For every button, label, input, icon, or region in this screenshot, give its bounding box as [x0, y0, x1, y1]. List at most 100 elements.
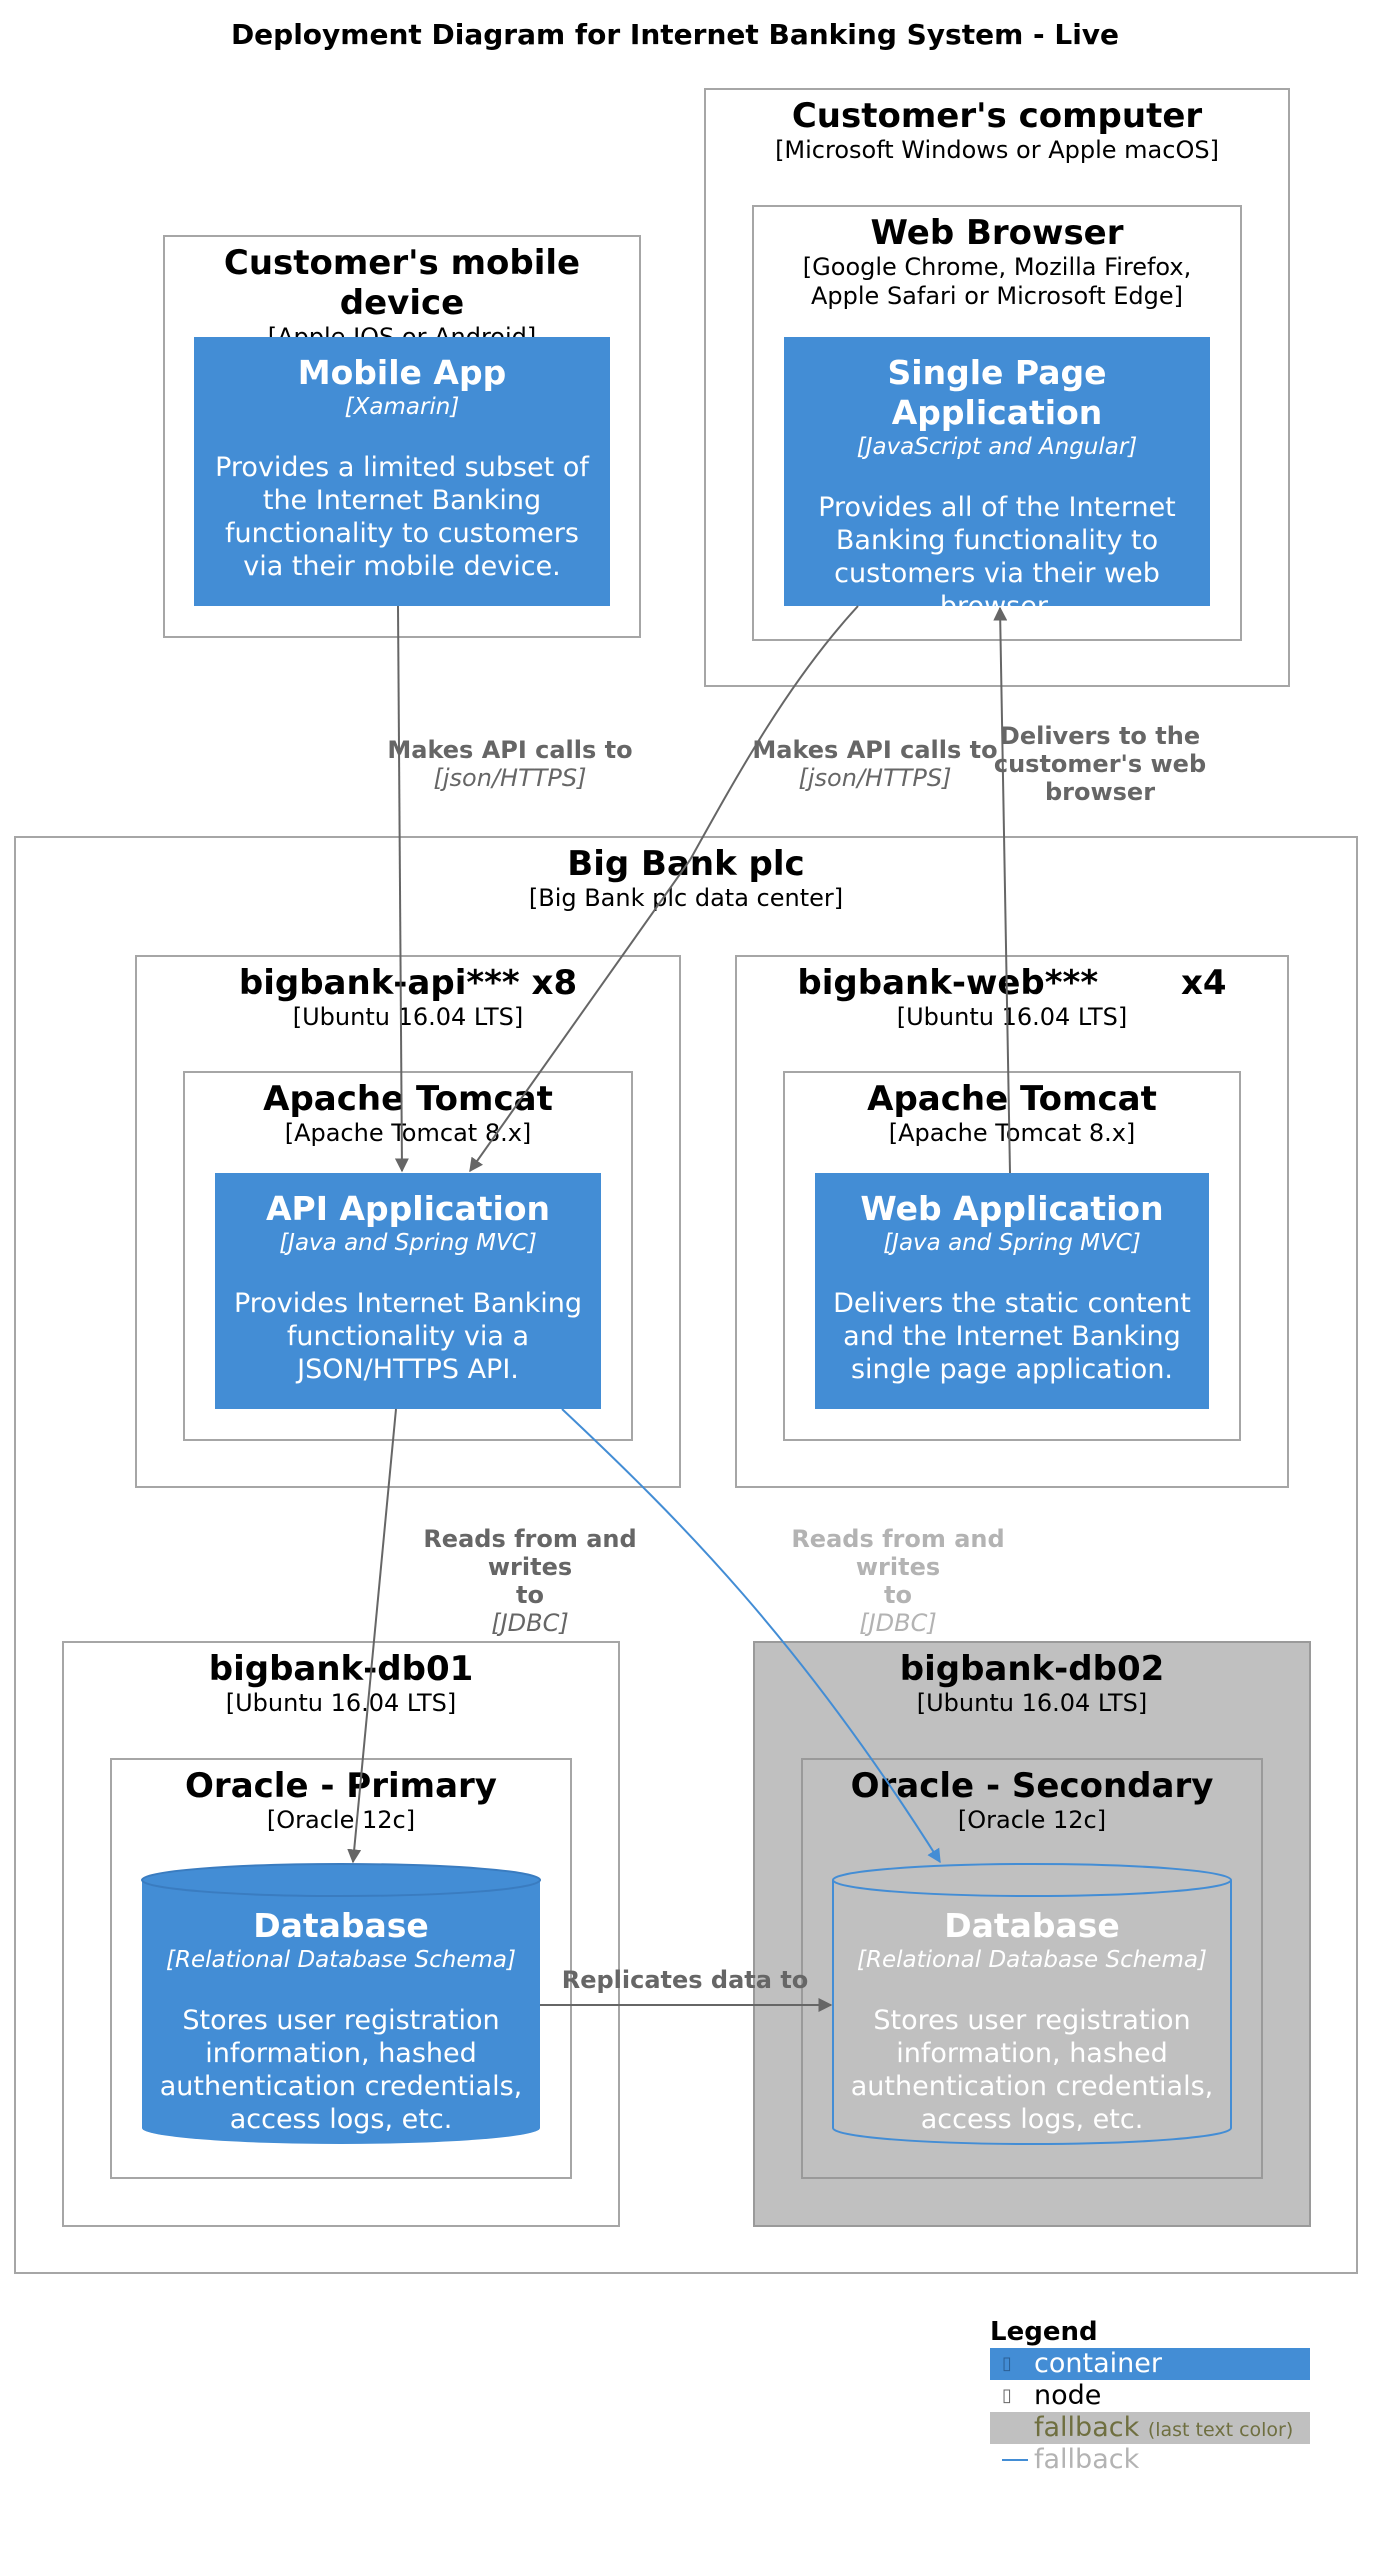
container-description: Provides all of the Internet Banking fun…: [784, 491, 1210, 623]
legend-item-fallback-line: fallback: [990, 2444, 1310, 2476]
container-database-primary[interactable]: Database [Relational Database Schema] St…: [142, 1906, 540, 2136]
database-primary-cylinder[interactable]: [141, 1863, 541, 2144]
container-legend-icon: ▯: [1002, 2353, 1012, 2374]
container-title: Database: [944, 1906, 1120, 1945]
description-line: Stores user registration: [873, 2005, 1191, 2036]
container-description: Provides Internet Banking functionality …: [215, 1287, 601, 1386]
node-big-bank-plc[interactable]: Big Bank plc [Big Bank plc data center]: [14, 836, 1358, 2274]
description-line: via their mobile device.: [243, 551, 561, 582]
description-line: functionality via a: [286, 1321, 530, 1352]
container-single-page-application[interactable]: Single Page Application [JavaScript and …: [784, 337, 1210, 622]
container-api-application[interactable]: API Application [Java and Spring MVC] Pr…: [215, 1173, 601, 1409]
edge-label-text: Reads from and writes: [791, 1525, 1005, 1581]
description-line: Stores user registration: [182, 2005, 500, 2036]
database-secondary-cylinder[interactable]: [832, 1863, 1232, 2145]
node-tech: [Big Bank plc data center]: [528, 884, 844, 912]
legend-item-container: ▯ container: [990, 2348, 1310, 2380]
edge-label-mobile-to-api: Makes API calls to [json/HTTPS]: [380, 736, 640, 792]
description-line: information, hashed: [205, 2038, 477, 2069]
container-mobile-app[interactable]: Mobile App [Xamarin] Provides a limited …: [194, 337, 610, 606]
container-description: Delivers the static content and the Inte…: [815, 1287, 1209, 1386]
node-customer-mobile-device[interactable]: Customer's mobile device [Apple IOS or A…: [163, 235, 641, 638]
node-title: bigbank-db02: [899, 1649, 1165, 1689]
node-apache-tomcat-web[interactable]: Apache Tomcat [Apache Tomcat 8.x]: [783, 1071, 1241, 1441]
description-line: Provides all of the Internet: [818, 492, 1176, 523]
legend-heading: Legend: [990, 2317, 1098, 2347]
legend-item-node: ▯ node: [990, 2380, 1310, 2412]
description-line: and the Internet Banking: [843, 1321, 1181, 1352]
edge-label-spa-to-api: Makes API calls to [json/HTTPS]: [745, 736, 1005, 792]
node-title: Apache Tomcat: [263, 1079, 553, 1119]
node-bigbank-db02[interactable]: bigbank-db02 [Ubuntu 16.04 LTS]: [753, 1641, 1311, 2227]
edge-label-text: to: [516, 1581, 544, 1609]
container-title: Mobile App: [297, 353, 507, 392]
node-tech: [Oracle 12c]: [957, 1806, 1107, 1834]
node-oracle-primary[interactable]: Oracle - Primary [Oracle 12c]: [110, 1758, 572, 2179]
legend-label: container: [1034, 2348, 1162, 2379]
edge-label-text: Makes API calls to: [387, 736, 633, 764]
node-title: Web Browser: [870, 213, 1124, 253]
description-line: JSON/HTTPS API.: [297, 1354, 519, 1385]
node-web-browser[interactable]: Web Browser [Google Chrome, Mozilla Fire…: [752, 205, 1242, 641]
description-line: information, hashed: [896, 2038, 1168, 2069]
node-title: Apache Tomcat: [867, 1079, 1157, 1119]
edge-api-to-db02: [561, 1408, 941, 1864]
edge-label-api-to-db02: Reads from and writes to [JDBC]: [748, 1525, 1048, 1637]
container-tech: [Relational Database Schema]: [857, 1947, 1207, 1973]
edge-label-replicates: Replicates data to: [560, 1966, 810, 1994]
edge-label-text: Makes API calls to: [752, 736, 998, 764]
container-tech: [JavaScript and Angular]: [856, 434, 1138, 460]
description-line: Banking functionality to: [835, 525, 1159, 556]
edge-label-text: Replicates data to: [561, 1966, 809, 1994]
node-tech: [Apache Tomcat 8.x]: [888, 1119, 1136, 1147]
container-web-application[interactable]: Web Application [Java and Spring MVC] De…: [815, 1173, 1209, 1409]
node-legend-icon: ▯: [1002, 2385, 1012, 2406]
node-tech: [Ubuntu 16.04 LTS]: [916, 1689, 1148, 1717]
description-line: Provides a limited subset of: [215, 452, 589, 483]
node-tech: [Ubuntu 16.04 LTS]: [225, 1689, 457, 1717]
legend-note: (last text color): [1147, 2419, 1294, 2441]
description-line: authentication credentials,: [850, 2071, 1214, 2102]
edge-label-tech: [json/HTTPS]: [433, 764, 587, 792]
node-tech: [Oracle 12c]: [266, 1806, 416, 1834]
container-description: Stores user registration information, ha…: [142, 2004, 540, 2136]
node-tech-line: [Google Chrome, Mozilla Firefox,: [802, 253, 1192, 281]
container-database-secondary[interactable]: Database [Relational Database Schema] St…: [833, 1906, 1231, 2136]
node-title: Oracle - Primary: [185, 1766, 497, 1806]
legend-item-fallback: fallback (last text color): [990, 2412, 1310, 2444]
node-tech: [Microsoft Windows or Apple macOS]: [775, 136, 1219, 164]
node-bigbank-api[interactable]: bigbank-api*** x8 [Ubuntu 16.04 LTS]: [135, 955, 681, 1488]
node-customer-computer[interactable]: Customer's computer [Microsoft Windows o…: [704, 88, 1290, 687]
edge-mobile-to-api: [394, 605, 409, 1173]
edge-label-text: to: [884, 1581, 912, 1609]
node-title: bigbank-db01: [208, 1649, 474, 1689]
container-description: Provides a limited subset of the Interne…: [194, 451, 610, 583]
line-legend-icon: [1002, 2459, 1028, 2461]
description-line: Provides Internet Banking: [233, 1288, 583, 1319]
legend: Legend ▯ container ▯ node fallback (last…: [990, 2316, 1310, 2476]
node-tech: [Ubuntu 16.04 LTS]: [292, 1003, 524, 1031]
container-tech: [Java and Spring MVC]: [883, 1230, 1141, 1256]
container-tech: [Relational Database Schema]: [166, 1947, 516, 1973]
edge-label-text: customer's web: [993, 750, 1207, 778]
node-tech: [Ubuntu 16.04 LTS]: [896, 1003, 1128, 1031]
edge-label-web-to-spa: Delivers to the customer's web browser: [990, 722, 1210, 806]
description-line: single page application.: [850, 1354, 1174, 1385]
node-bigbank-web[interactable]: bigbank-web*** x4 [Ubuntu 16.04 LTS]: [735, 955, 1289, 1488]
legend-label: fallback: [1034, 2444, 1140, 2475]
container-title: Web Application: [860, 1189, 1164, 1228]
node-title: Oracle - Secondary: [850, 1766, 1214, 1806]
legend-label: node: [1034, 2380, 1102, 2411]
container-title: Database: [253, 1906, 429, 1945]
edge-label-text: Delivers to the: [999, 722, 1201, 750]
edge-web-to-spa: [993, 606, 1011, 1174]
edge-label-tech: [json/HTTPS]: [798, 764, 952, 792]
edge-label-api-to-db01: Reads from and writes to [JDBC]: [380, 1525, 680, 1637]
node-oracle-secondary[interactable]: Oracle - Secondary [Oracle 12c]: [801, 1758, 1263, 2179]
edge-label-tech: [JDBC]: [859, 1609, 937, 1637]
node-bigbank-db01[interactable]: bigbank-db01 [Ubuntu 16.04 LTS]: [62, 1641, 620, 2227]
edge-spa-to-api: [469, 605, 859, 1173]
container-tech: [Xamarin]: [344, 394, 460, 420]
description-line: authentication credentials,: [159, 2071, 523, 2102]
